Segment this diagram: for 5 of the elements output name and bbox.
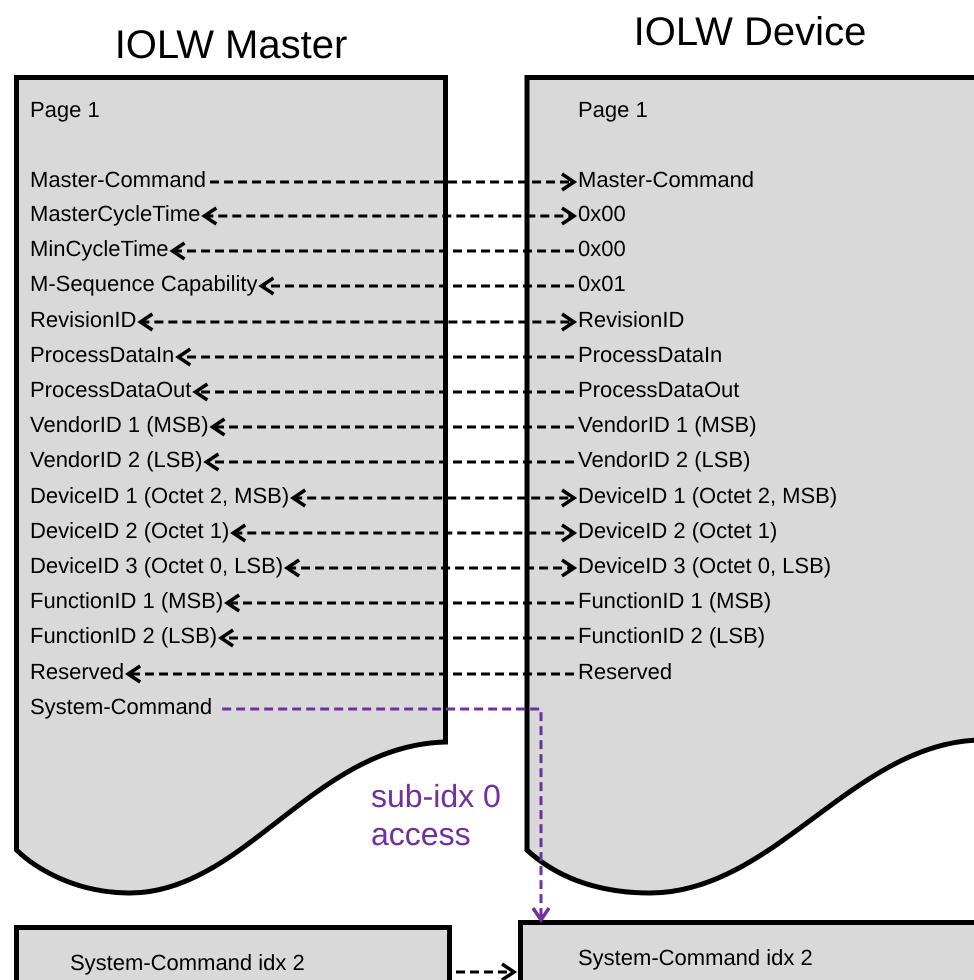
register-box: System-Command idx 2	[14, 925, 452, 980]
page-heading: IOLW Device	[632, 9, 868, 55]
register-box: System-Command idx 2	[518, 920, 974, 980]
page-heading: IOLW Master	[114, 22, 348, 68]
dashed-arrow	[456, 962, 516, 980]
